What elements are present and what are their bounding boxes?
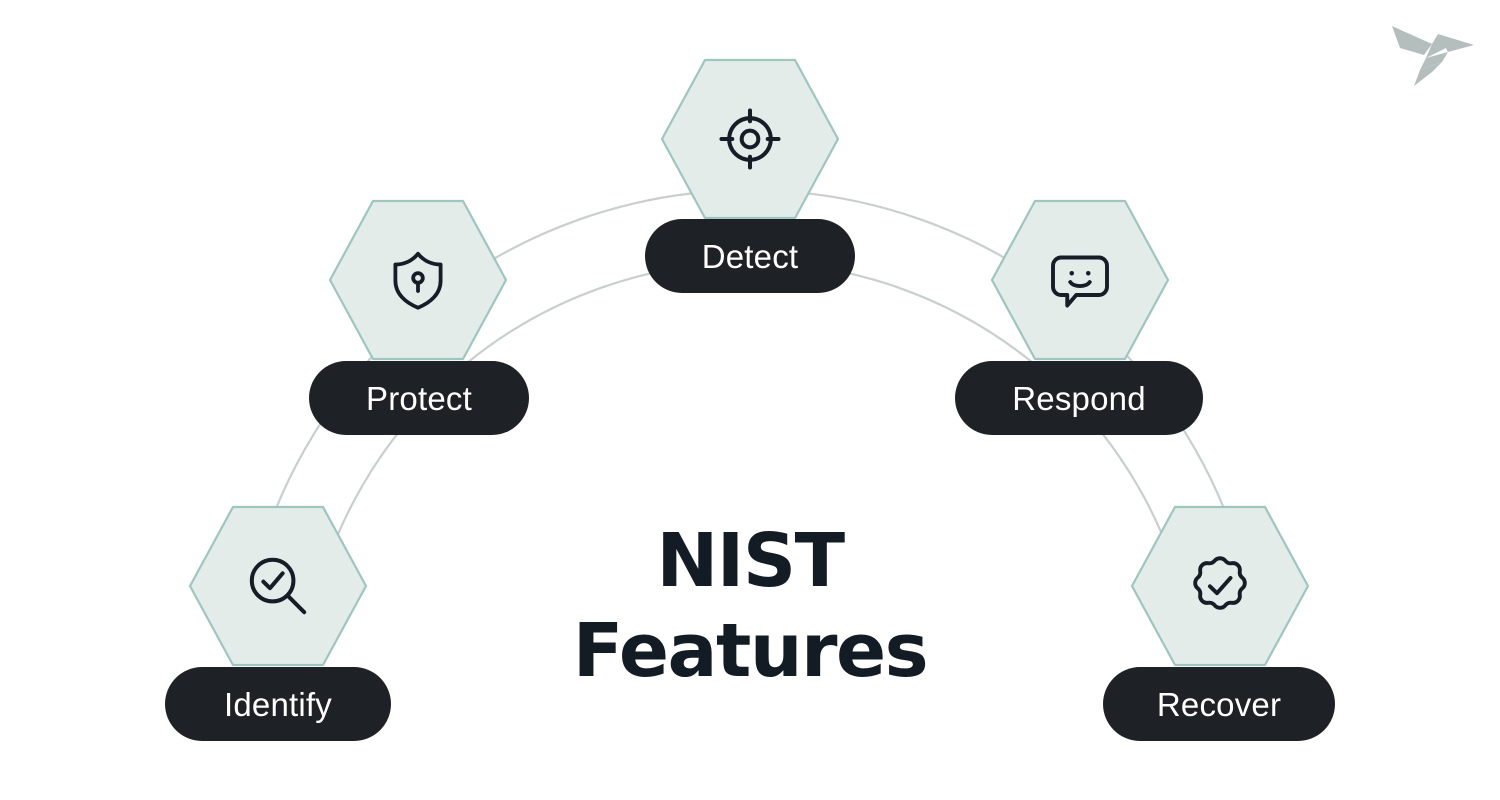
badge-check-icon [1130,505,1310,667]
pill-respond[interactable]: Respond [955,361,1203,435]
pill-label-protect: Protect [366,379,472,417]
target-crosshair-icon [660,58,840,220]
pill-detect[interactable]: Detect [645,219,855,293]
page-title: NIST Features [500,516,1000,697]
hexagon-respond[interactable] [990,199,1170,361]
page-title-line2: Features [572,608,929,695]
pill-label-identify: Identify [224,685,332,723]
chat-smile-icon [990,199,1170,361]
hexagon-shape [990,199,1170,361]
hexagon-shape [328,199,508,361]
pill-identify[interactable]: Identify [165,667,391,741]
magnifier-check-icon [188,505,368,667]
hexagon-shape [188,505,368,667]
pill-protect[interactable]: Protect [309,361,529,435]
hexagon-identify[interactable] [188,505,368,667]
hexagon-detect[interactable] [660,58,840,220]
hexagon-recover[interactable] [1130,505,1310,667]
page-title-line1: NIST [656,518,845,604]
hexagon-shape [660,58,840,220]
pill-label-recover: Recover [1156,685,1282,723]
hexagon-protect[interactable] [328,199,508,361]
pill-recover[interactable]: Recover [1103,667,1335,741]
pill-label-respond: Respond [1012,379,1146,417]
origami-bird-logo [1392,26,1474,86]
pill-label-detect: Detect [701,237,799,275]
shield-keyhole-icon [328,199,508,361]
hexagon-shape [1130,505,1310,667]
